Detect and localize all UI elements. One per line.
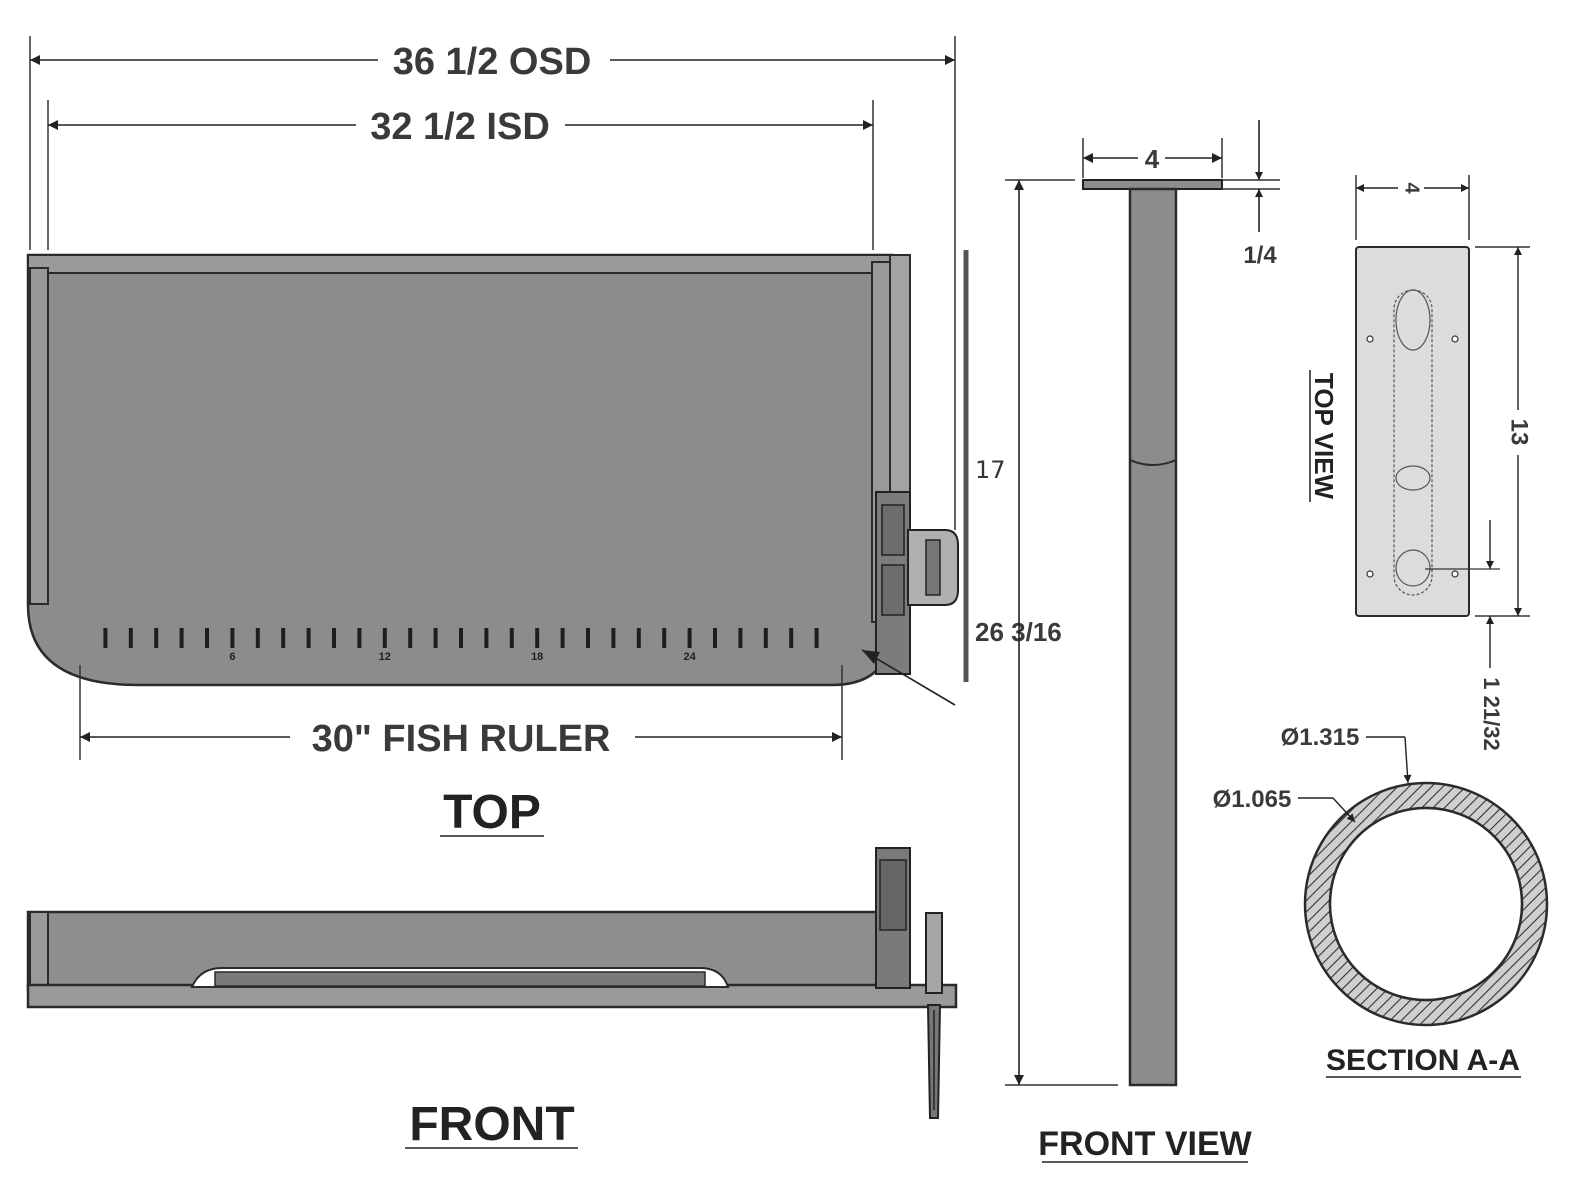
inner-diameter-label: Ø1.065 [1213,786,1292,813]
ruler-tick [205,628,209,648]
ruler-tick [611,628,616,648]
plate-thickness-label: 1/4 [1243,242,1277,269]
ruler-tick [814,628,819,648]
bolt-hole [1451,570,1459,578]
ruler-tick [306,628,311,648]
ruler-tick [382,628,387,648]
tray-body [26,253,894,687]
post-width-label: 4 [1145,144,1160,174]
ruler-tick [713,628,717,648]
mount-clamp [875,491,959,675]
bolt-hole [1366,570,1374,578]
post-front-view: 4 1/4 FRONT VIEW [1005,120,1280,1163]
ruler-tick [357,628,362,648]
ruler-tick [535,628,540,648]
ruler-tick [179,628,184,648]
ruler-tick [408,628,413,648]
osd-label: 36 1/2 OSD [393,41,592,83]
front-view-title: FRONT [409,1098,574,1151]
fish-ruler-numbers: 6 12 18 24 [229,651,696,663]
tray-back-rail [27,254,893,274]
ruler-tick [687,628,692,648]
bolt-hole [1451,335,1459,343]
post-front-view-title: FRONT VIEW [1038,1125,1252,1163]
ruler-tick [560,628,565,648]
fish-ruler-label: 30" FISH RULER [312,718,611,760]
front-view: FRONT [26,847,958,1151]
ruler-tick [586,628,590,648]
ruler-tick [255,628,260,648]
ruler-number: 24 [683,651,696,663]
ruler-number: 6 [229,651,235,663]
ruler-tick [281,628,286,648]
plate-top-view-title: TOP VIEW [1309,373,1339,500]
ruler-tick [636,628,641,648]
post-tube [1128,187,1178,1087]
section-title: SECTION A-A [1326,1044,1520,1077]
tray-base-lip [26,983,958,1009]
mount-plate [1355,246,1470,617]
ruler-tick [789,628,794,648]
hole-offset-label: 1 21/32 [1479,677,1504,750]
isd-label: 32 1/2 ISD [370,106,550,148]
depth-label: 17 [975,456,1006,484]
ruler-tick [738,628,743,648]
ruler-tick [433,628,438,648]
plate-slot-outline [1393,289,1433,596]
ruler-tick [154,628,159,648]
ruler-number: 18 [531,651,543,663]
ruler-tick [103,628,108,648]
plate-top-view: 4 13 1 21/32 TOP VIEW [1309,175,1533,751]
ruler-tick [230,628,235,648]
tray-left-rail [29,267,49,605]
ruler-tick [332,628,336,648]
ruler-tick [763,628,768,648]
ruler-tick [509,628,514,648]
ruler-number: 12 [379,651,391,663]
front-clamp [875,847,943,1119]
ruler-tick [484,628,489,648]
ruler-tick [459,628,463,648]
bolt-hole [1366,335,1374,343]
plate-width-label: 4 [1401,182,1423,194]
ruler-tick [662,628,667,648]
top-view-title: TOP [443,786,541,839]
section-a-a: Ø1.315 Ø1.065 SECTION A-A [1213,724,1549,1078]
outer-diameter-label: Ø1.315 [1281,724,1360,751]
fish-ruler-ticks [103,628,819,648]
post-top-plate [1082,179,1223,190]
plate-length-label: 13 [1506,419,1533,446]
ruler-tick [128,628,133,648]
